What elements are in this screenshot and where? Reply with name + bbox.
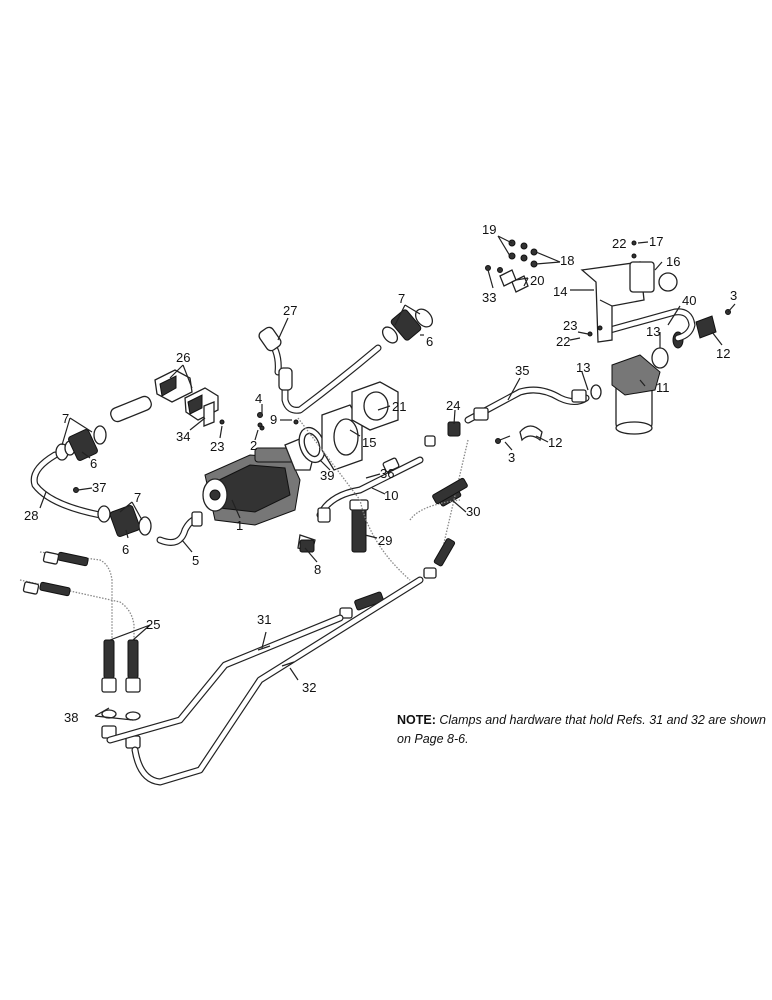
dashed-hoses (19, 417, 469, 640)
callout-24: 24 (446, 398, 460, 413)
note-text: Clamps and hardware that hold Refs. 31 a… (397, 713, 766, 746)
callout-29: 29 (378, 533, 392, 548)
callout-12a: 12 (548, 435, 562, 450)
callout-40: 40 (682, 293, 696, 308)
diagram-note: NOTE: Clamps and hardware that hold Refs… (397, 711, 767, 749)
callout-27: 27 (283, 303, 297, 318)
callout-39: 39 (320, 468, 334, 483)
callout-33: 33 (482, 290, 496, 305)
callout-13b: 13 (646, 324, 660, 339)
callout-11: 11 (656, 380, 670, 395)
callout-6c: 6 (122, 542, 129, 557)
callout-3b: 3 (730, 288, 737, 303)
callout-30: 30 (466, 504, 480, 519)
callout-15: 15 (362, 435, 376, 450)
studs-2-4-23 (219, 412, 263, 428)
callout-7a: 7 (398, 291, 405, 306)
callout-37: 37 (92, 480, 106, 495)
bracket-14 (580, 240, 678, 343)
adapter-15-21 (259, 381, 399, 471)
callout-9: 9 (270, 412, 277, 427)
callout-7b: 7 (62, 411, 69, 426)
callout-31: 31 (257, 612, 271, 627)
callout-2: 2 (250, 438, 257, 453)
callout-34: 34 (176, 429, 190, 444)
hose-ends-25 (22, 551, 141, 749)
callout-6b: 6 (90, 456, 97, 471)
callout-28: 28 (24, 508, 38, 523)
callout-23a: 23 (210, 439, 224, 454)
callout-22a: 22 (612, 236, 626, 251)
callout-18: 18 (560, 253, 574, 268)
tubes-31-32 (106, 576, 424, 786)
callout-6a: 6 (426, 334, 433, 349)
callout-13a: 13 (576, 360, 590, 375)
callout-14: 14 (553, 284, 567, 299)
leader-lines (39, 235, 736, 721)
callout-20: 20 (530, 273, 544, 288)
hose-ends-30 (339, 477, 468, 619)
clamp-12-mid (495, 425, 543, 444)
callout-21: 21 (392, 399, 406, 414)
callout-7c: 7 (134, 490, 141, 505)
pump-1 (202, 437, 316, 526)
callout-36: 36 (380, 466, 394, 481)
callout-12b: 12 (716, 346, 730, 361)
hose-27 (258, 326, 382, 414)
callout-4: 4 (255, 391, 262, 406)
callout-25: 25 (146, 617, 160, 632)
callout-labels: 27 7 6 26 4 9 2 34 23 21 15 39 36 10 24 … (24, 222, 737, 725)
note-prefix: NOTE: (397, 713, 436, 727)
tube-40 (606, 308, 731, 342)
filter-11 (611, 331, 684, 435)
callout-1: 1 (236, 518, 243, 533)
callout-23b: 23 (563, 318, 577, 333)
elbow-5 (156, 511, 203, 546)
callout-19: 19 (482, 222, 496, 237)
callout-5: 5 (192, 553, 199, 568)
tube-35 (464, 384, 602, 424)
callout-38: 38 (64, 710, 78, 725)
callout-35: 35 (515, 363, 529, 378)
callout-8: 8 (314, 562, 321, 577)
callout-3a: 3 (508, 450, 515, 465)
callout-10: 10 (384, 488, 398, 503)
callout-32: 32 (302, 680, 316, 695)
clamp-26 (110, 369, 219, 427)
callout-17: 17 (649, 234, 663, 249)
callout-22b: 22 (556, 334, 570, 349)
callout-26: 26 (176, 350, 190, 365)
callout-16: 16 (666, 254, 680, 269)
